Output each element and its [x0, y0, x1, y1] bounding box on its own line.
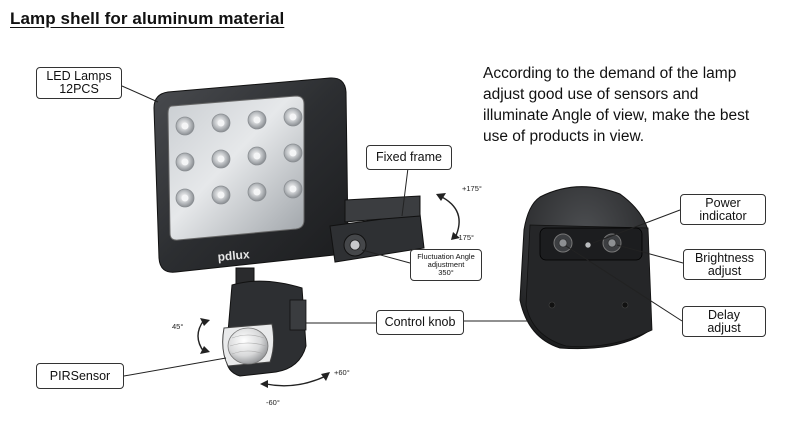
callout-fixed-frame-label: Fixed frame — [376, 150, 442, 164]
angle-minus-175: -175° — [456, 233, 475, 242]
led-core-12 — [289, 185, 297, 193]
callout-power-line1: Power — [705, 195, 741, 210]
callout-power-line2: indicator — [699, 208, 747, 223]
power-indicator-led — [584, 241, 592, 249]
angle-plus-175: +175° — [462, 184, 482, 193]
led-core-2 — [217, 119, 225, 127]
callout-led-line1: LED Lamps — [46, 69, 112, 83]
callout-fluctuation-line2: adjustment — [427, 260, 465, 269]
angle-tilt-45: 45° — [172, 322, 184, 331]
callout-control-knob-label: Control knob — [384, 315, 456, 329]
led-core-8 — [289, 149, 297, 157]
lamp-glass — [167, 95, 305, 241]
callout-fluctuation-line1: Fluctuation Angle — [417, 252, 475, 261]
led-core-1 — [181, 122, 189, 130]
led-core-5 — [181, 158, 189, 166]
callout-pir-sensor-label: PIRSensor — [49, 368, 111, 383]
callout-brightness-line1: Brightness — [694, 250, 755, 265]
lamp-body: pdlux — [153, 77, 425, 377]
description-line-4: use of products in view. — [483, 128, 645, 145]
callout-brightness-line2: adjust — [707, 263, 742, 278]
vertical-rotation-arrow — [439, 195, 460, 239]
leader-led — [121, 85, 159, 103]
description-text: According to the demand of the lamp adju… — [483, 63, 767, 147]
callout-power-indicator: Power indicator — [680, 194, 766, 225]
pan-arrow — [265, 375, 327, 387]
callout-brightness-adjust: Brightness adjust — [683, 249, 766, 280]
leader-fixed-frame — [401, 167, 409, 217]
leader-pir — [123, 357, 227, 377]
led-core-11 — [253, 188, 261, 196]
leader-power — [592, 209, 681, 244]
leader-brightness — [616, 244, 684, 264]
leader-fluctuation — [361, 249, 411, 264]
led-array — [175, 107, 303, 208]
callout-delay-line2: adjust — [707, 320, 741, 335]
led-core-4 — [289, 113, 297, 121]
callout-delay-line1: Delay — [708, 307, 740, 322]
rotation-arrows — [197, 193, 460, 388]
callout-fluctuation-line3: 350° — [438, 268, 454, 277]
description-line-3: illuminate Angle of view, make the best — [483, 107, 750, 124]
leader-delay — [565, 245, 683, 322]
led-core-7 — [253, 152, 261, 160]
callout-fixed-frame: Fixed frame — [366, 145, 452, 170]
angle-plus-60: +60° — [334, 368, 350, 377]
description-line-2: adjust good use of sensors and — [483, 86, 699, 103]
callout-fluctuation-angle: Fluctuation Angle adjustment 350° — [410, 249, 482, 281]
led-core-10 — [217, 191, 225, 199]
sensor-detail-view — [492, 183, 662, 353]
led-core-6 — [217, 155, 225, 163]
led-core-9 — [181, 194, 189, 202]
angle-minus-60: -60° — [266, 398, 280, 407]
callout-pir-sensor: PIRSensor — [36, 363, 124, 389]
leader-lines — [121, 85, 684, 377]
callout-delay-adjust: Delay adjust — [682, 306, 766, 337]
tilt-arrow — [197, 319, 205, 353]
brand-logo: pdlux — [217, 247, 250, 264]
description-line-1: According to the demand of the lamp — [483, 65, 737, 82]
callout-control-knob: Control knob — [376, 310, 464, 335]
callout-led-lamps: LED Lamps 12PCS — [36, 67, 122, 99]
led-core-3 — [253, 116, 261, 124]
pir-dome — [222, 323, 275, 367]
page-heading: Lamp shell for aluminum material — [10, 9, 285, 28]
callout-led-line2: 12PCS — [59, 82, 99, 96]
